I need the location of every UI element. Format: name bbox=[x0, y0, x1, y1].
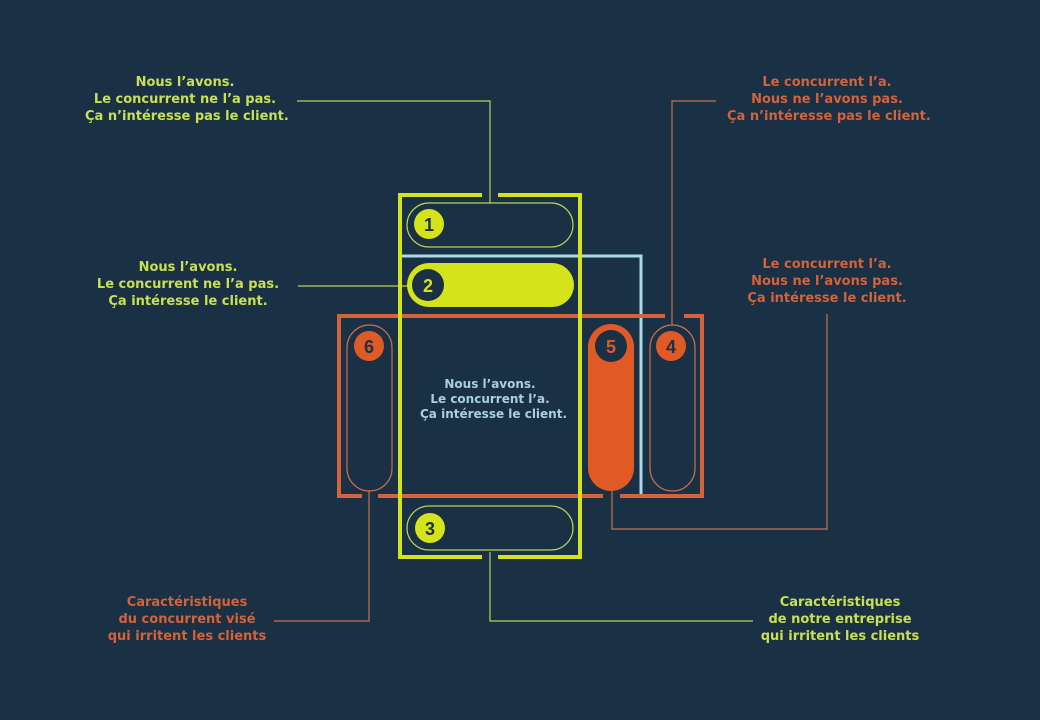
label-line: Le concurrent ne l’a pas. bbox=[96, 277, 280, 292]
pill-6 bbox=[346, 324, 393, 492]
light-blue-frame bbox=[400, 254, 643, 494]
badge-6-circle bbox=[354, 331, 384, 361]
pill-1 bbox=[406, 202, 574, 248]
label-bottom-left: Caractéristiques du concurrent visé qui … bbox=[97, 594, 277, 645]
lime-frame bbox=[398, 193, 582, 559]
label-mid-left: Nous l’avons. Le concurrent ne l’a pas. … bbox=[88, 259, 288, 310]
badge-5-number: 5 bbox=[606, 337, 616, 357]
badge-5-circle bbox=[595, 330, 627, 362]
label-line: Nous ne l’avons pas. bbox=[751, 274, 903, 289]
badge-6-number: 6 bbox=[364, 337, 374, 357]
label-line: Ça intéresse le client. bbox=[420, 407, 568, 421]
label-line: Ça intéresse le client. bbox=[747, 291, 907, 306]
label-line: Ça n’intéresse pas le client. bbox=[727, 109, 931, 124]
badge-1-circle bbox=[414, 209, 444, 239]
label-center: Nous l’avons. Le concurrent l’a. Ça inté… bbox=[420, 377, 568, 422]
label-top-left: Nous l’avons. Le concurrent ne l’a pas. … bbox=[85, 74, 289, 125]
label-line: Le concurrent l’a. bbox=[762, 75, 892, 90]
label-line: Nous l’avons. bbox=[138, 260, 238, 275]
label-line: du concurrent visé bbox=[118, 612, 256, 627]
pill-5 bbox=[588, 324, 634, 491]
label-top-right: Le concurrent l’a. Nous ne l’avons pas. … bbox=[727, 74, 931, 125]
label-line: Nous ne l’avons pas. bbox=[751, 92, 903, 107]
label-line: Ça n’intéresse pas le client. bbox=[85, 109, 289, 124]
badge-4-number: 4 bbox=[666, 337, 676, 357]
badge-1-number: 1 bbox=[424, 215, 434, 235]
badge-2-number: 2 bbox=[423, 276, 433, 296]
pill-3 bbox=[406, 505, 574, 551]
orange-frame bbox=[337, 314, 704, 498]
leader-line-1 bbox=[297, 100, 491, 203]
leader-line-3 bbox=[489, 552, 753, 622]
label-line: Le concurrent l’a. bbox=[430, 392, 550, 406]
leader-line-5 bbox=[611, 314, 828, 530]
label-mid-right: Le concurrent l’a. Nous ne l’avons pas. … bbox=[727, 256, 927, 307]
badge-3-number: 3 bbox=[425, 519, 435, 539]
label-line: Le concurrent ne l’a pas. bbox=[93, 92, 277, 107]
label-line: Nous l’avons. bbox=[444, 377, 536, 391]
label-line: de notre entreprise bbox=[768, 612, 912, 627]
label-line: Le concurrent l’a. bbox=[762, 257, 892, 272]
badge-4-circle bbox=[656, 331, 686, 361]
label-bottom-right: Caractéristiques de notre entreprise qui… bbox=[750, 594, 930, 645]
leader-line-4 bbox=[671, 100, 716, 325]
badge-2-circle bbox=[412, 269, 444, 301]
badge-3-circle bbox=[415, 513, 445, 543]
leader-line-6 bbox=[274, 490, 370, 622]
label-line: Nous l’avons. bbox=[135, 75, 235, 90]
label-line: qui irritent les clients bbox=[107, 629, 267, 644]
label-line: Caractéristiques bbox=[779, 595, 901, 610]
label-line: Ça intéresse le client. bbox=[108, 294, 268, 309]
pill-2 bbox=[407, 263, 574, 307]
pill-4 bbox=[649, 324, 696, 492]
label-line: qui irritent les clients bbox=[760, 629, 920, 644]
label-line: Caractéristiques bbox=[126, 595, 248, 610]
